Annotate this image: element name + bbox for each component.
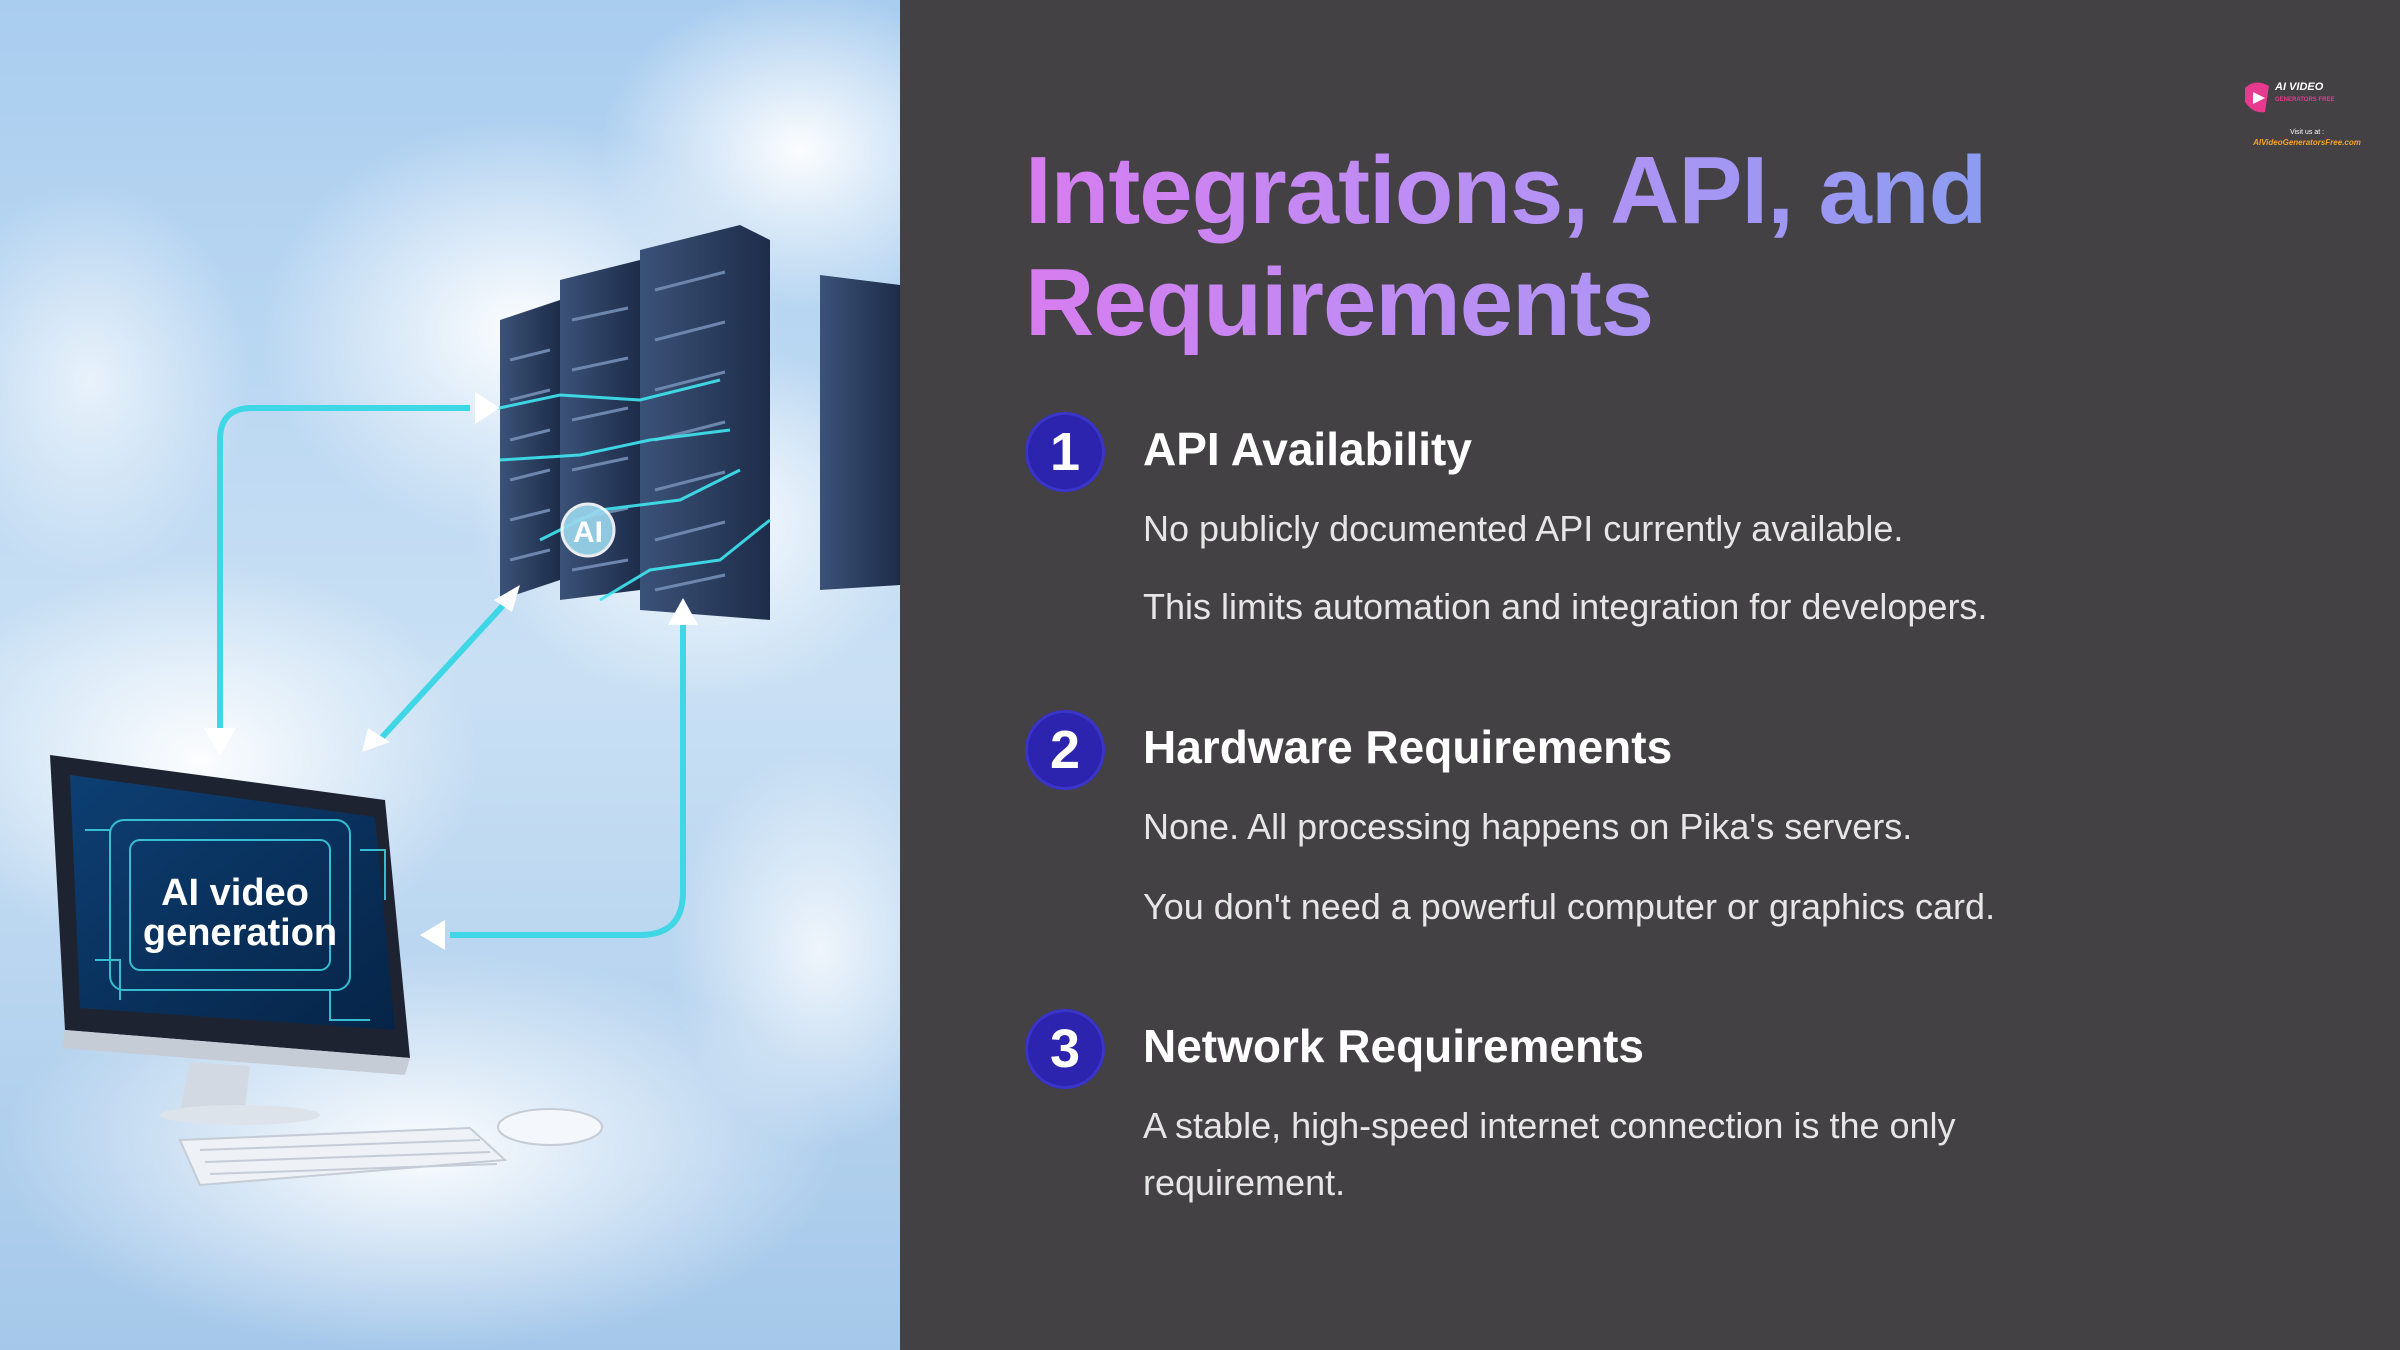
logo-sub: GENERATORS FREE (2275, 97, 2334, 103)
data-flow-arrows (217, 405, 686, 938)
screen-text-line2: generation (143, 912, 337, 954)
cloud-ai-illustration: AI (0, 0, 900, 1350)
number-badge: 3 (1025, 1009, 1105, 1089)
item-description: None. All processing happens on Pika's s… (1143, 806, 1913, 847)
item-description: A stable, high-speed internet connection… (1143, 1105, 1956, 1203)
content-panel: Integrations, API, and Requirements 1 AP… (900, 0, 2400, 1350)
item-title: API Availability (1143, 423, 1472, 475)
slide-title: Integrations, API, and Requirements (1025, 135, 2175, 359)
item-title: Network Requirements (1143, 1020, 1645, 1072)
number-badge: 2 (1025, 710, 1105, 790)
screen-text-line1: AI video (161, 872, 309, 914)
illustration-svg: AI (0, 0, 900, 1350)
item-description: You don't need a powerful computer or gr… (1143, 886, 1996, 927)
mouse (497, 1108, 603, 1146)
logo-visit: Visit us at : (2290, 129, 2324, 136)
item-description: No publicly documented API currently ava… (1143, 508, 1904, 549)
brand-logo[interactable]: AI VIDEO GENERATORS FREE Visit us at : A… (2235, 72, 2375, 152)
logo-url[interactable]: AIVideoGeneratorsFree.com (2252, 138, 2361, 147)
number-badge: 1 (1025, 412, 1105, 492)
logo-brand: AI VIDEO (2274, 81, 2324, 93)
server-racks: AI (489, 225, 900, 620)
ai-badge-text: AI (573, 516, 603, 549)
item-description: This limits automation and integration f… (1143, 586, 1988, 627)
monitor: AI video generation (50, 755, 410, 1125)
item-title: Hardware Requirements (1143, 721, 1673, 773)
